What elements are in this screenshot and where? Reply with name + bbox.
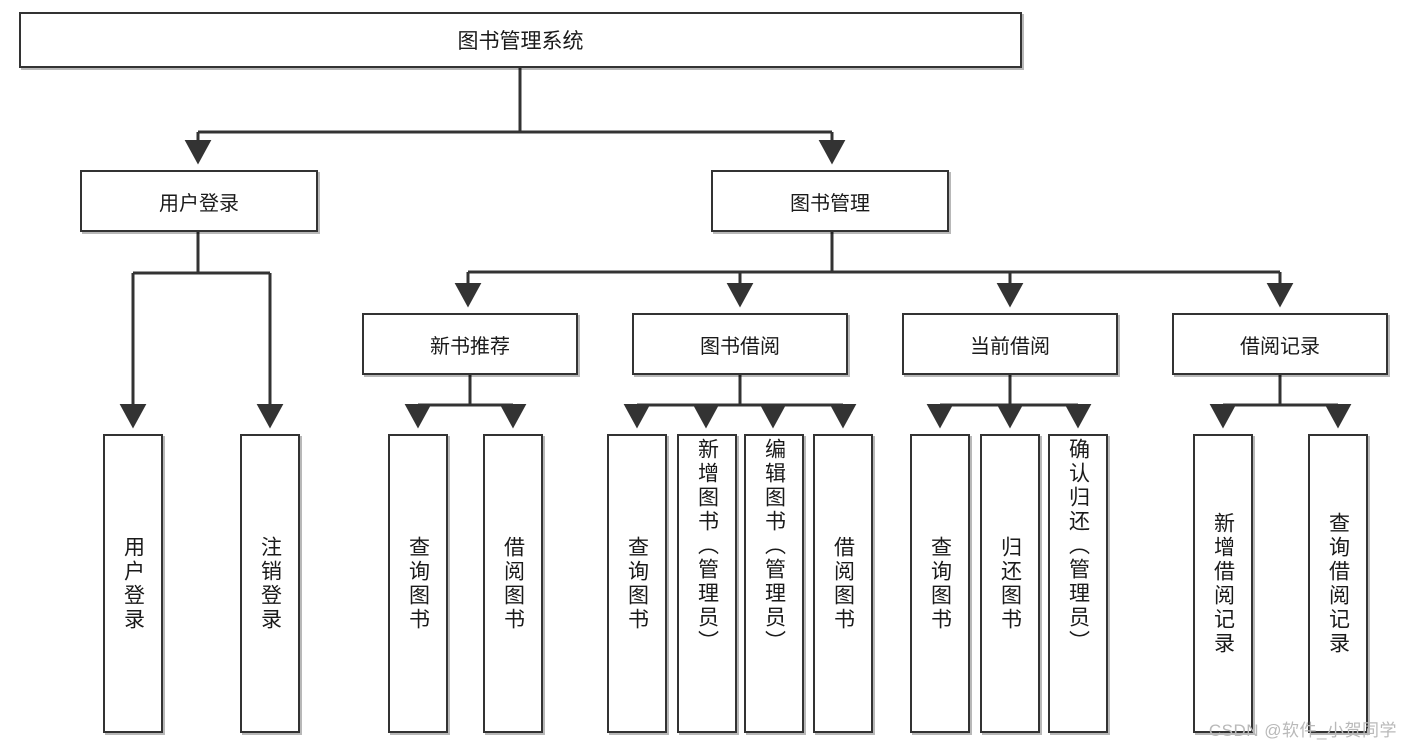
node-label: 当前借阅 [970, 335, 1050, 358]
leaf-return-books[interactable]: 归还图书 [980, 434, 1040, 733]
leaf-logout[interactable]: 注销登录 [240, 434, 300, 733]
node-book-borrowing[interactable]: 图书借阅 [632, 313, 848, 375]
leaf-label: 编辑图书（管理员） [762, 438, 786, 654]
leaf-label: 归还图书 [998, 535, 1022, 632]
node-label: 图书管理系统 [457, 30, 584, 53]
csdn-watermark: CSDN @软件_小贺同学 [1208, 721, 1397, 740]
leaf-label: 新增借阅记录 [1211, 511, 1235, 656]
leaf-label: 用户登录 [121, 535, 145, 632]
leaf-confirm-return-admin[interactable]: 确认归还（管理员） [1048, 434, 1108, 733]
leaf-label: 借阅图书 [831, 535, 855, 632]
leaf-search-books-borrow[interactable]: 查询图书 [607, 434, 667, 733]
leaf-search-borrow-record[interactable]: 查询借阅记录 [1308, 434, 1368, 733]
leaf-search-books-new-recommend[interactable]: 查询图书 [388, 434, 448, 733]
node-label: 图书管理 [790, 192, 870, 215]
leaf-label: 查询图书 [406, 535, 430, 632]
node-label: 借阅记录 [1240, 335, 1320, 358]
node-root-library-management-system[interactable]: 图书管理系统 [19, 12, 1022, 68]
leaf-user-login[interactable]: 用户登录 [103, 434, 163, 733]
leaf-label: 新增图书（管理员） [695, 438, 719, 654]
leaf-edit-book-admin[interactable]: 编辑图书（管理员） [744, 434, 804, 733]
leaf-label: 查询借阅记录 [1326, 511, 1350, 656]
leaf-label: 借阅图书 [501, 535, 525, 632]
node-user-login[interactable]: 用户登录 [80, 170, 318, 232]
node-book-management[interactable]: 图书管理 [711, 170, 949, 232]
node-label: 图书借阅 [700, 335, 780, 358]
node-new-book-recommendation[interactable]: 新书推荐 [362, 313, 578, 375]
leaf-label: 查询图书 [625, 535, 649, 632]
node-current-borrowing[interactable]: 当前借阅 [902, 313, 1118, 375]
leaf-borrow-books-new-recommend[interactable]: 借阅图书 [483, 434, 543, 733]
leaf-add-borrow-record[interactable]: 新增借阅记录 [1193, 434, 1253, 733]
leaf-label: 注销登录 [258, 535, 282, 632]
leaf-label: 确认归还（管理员） [1066, 438, 1090, 654]
leaf-add-book-admin[interactable]: 新增图书（管理员） [677, 434, 737, 733]
node-label: 用户登录 [159, 192, 239, 215]
leaf-label: 查询图书 [928, 535, 952, 632]
node-label: 新书推荐 [430, 335, 510, 358]
node-borrowing-record[interactable]: 借阅记录 [1172, 313, 1388, 375]
leaf-borrow-books[interactable]: 借阅图书 [813, 434, 873, 733]
leaf-search-books-current[interactable]: 查询图书 [910, 434, 970, 733]
